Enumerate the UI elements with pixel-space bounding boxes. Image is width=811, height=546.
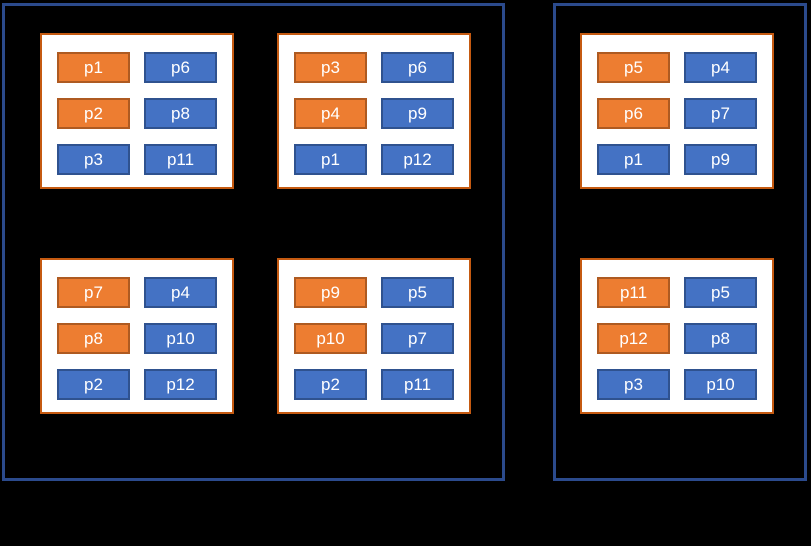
partition-tile: p3 bbox=[57, 144, 130, 175]
partition-tile: p5 bbox=[597, 52, 670, 83]
partition-tile: p8 bbox=[57, 323, 130, 354]
partition-tile: p12 bbox=[597, 323, 670, 354]
partition-tile: p7 bbox=[684, 98, 757, 129]
tile-column: p1 p2 p3 bbox=[57, 52, 130, 175]
node-5: p5 p6 p1 p4 p7 p9 bbox=[580, 33, 774, 189]
partition-tile: p1 bbox=[57, 52, 130, 83]
partition-tile: p8 bbox=[684, 323, 757, 354]
node-1: p1 p2 p3 p6 p8 p11 bbox=[40, 33, 234, 189]
partition-tile: p6 bbox=[381, 52, 454, 83]
tile-column: p4 p7 p9 bbox=[684, 52, 757, 175]
partition-tile: p12 bbox=[381, 144, 454, 175]
partition-tile: p5 bbox=[684, 277, 757, 308]
tile-column: p3 p4 p1 bbox=[294, 52, 367, 175]
partition-tile: p9 bbox=[684, 144, 757, 175]
partition-tile: p1 bbox=[294, 144, 367, 175]
tile-column: p9 p10 p2 bbox=[294, 277, 367, 400]
partition-tile: p6 bbox=[144, 52, 217, 83]
tile-column: p7 p8 p2 bbox=[57, 277, 130, 400]
partition-tile: p9 bbox=[381, 98, 454, 129]
node-6: p11 p12 p3 p5 p8 p10 bbox=[580, 258, 774, 414]
partition-tile: p4 bbox=[684, 52, 757, 83]
partition-tile: p7 bbox=[381, 323, 454, 354]
partition-tile: p7 bbox=[57, 277, 130, 308]
partition-tile: p12 bbox=[144, 369, 217, 400]
tile-column: p11 p12 p3 bbox=[597, 277, 670, 400]
partition-tile: p11 bbox=[144, 144, 217, 175]
node-4: p9 p10 p2 p5 p7 p11 bbox=[277, 258, 471, 414]
partition-tile: p6 bbox=[597, 98, 670, 129]
tile-column: p4 p10 p12 bbox=[144, 277, 217, 400]
partition-tile: p9 bbox=[294, 277, 367, 308]
node-2: p3 p4 p1 p6 p9 p12 bbox=[277, 33, 471, 189]
tile-column: p5 p6 p1 bbox=[597, 52, 670, 175]
partition-tile: p1 bbox=[597, 144, 670, 175]
partition-tile: p10 bbox=[684, 369, 757, 400]
partition-tile: p5 bbox=[381, 277, 454, 308]
zone-right: p5 p6 p1 p4 p7 p9 p11 p12 p3 p5 p8 p10 bbox=[553, 3, 807, 481]
partition-tile: p4 bbox=[144, 277, 217, 308]
partition-tile: p11 bbox=[381, 369, 454, 400]
partition-tile: p2 bbox=[294, 369, 367, 400]
partition-tile: p10 bbox=[144, 323, 217, 354]
tile-column: p5 p8 p10 bbox=[684, 277, 757, 400]
partition-tile: p4 bbox=[294, 98, 367, 129]
tile-column: p6 p8 p11 bbox=[144, 52, 217, 175]
tile-column: p6 p9 p12 bbox=[381, 52, 454, 175]
partition-tile: p3 bbox=[597, 369, 670, 400]
partition-tile: p11 bbox=[597, 277, 670, 308]
tile-column: p5 p7 p11 bbox=[381, 277, 454, 400]
node-3: p7 p8 p2 p4 p10 p12 bbox=[40, 258, 234, 414]
partition-tile: p8 bbox=[144, 98, 217, 129]
partition-tile: p2 bbox=[57, 369, 130, 400]
zone-left: p1 p2 p3 p6 p8 p11 p3 p4 p1 p6 p9 p12 bbox=[2, 3, 505, 481]
partition-tile: p3 bbox=[294, 52, 367, 83]
partition-tile: p2 bbox=[57, 98, 130, 129]
partition-tile: p10 bbox=[294, 323, 367, 354]
